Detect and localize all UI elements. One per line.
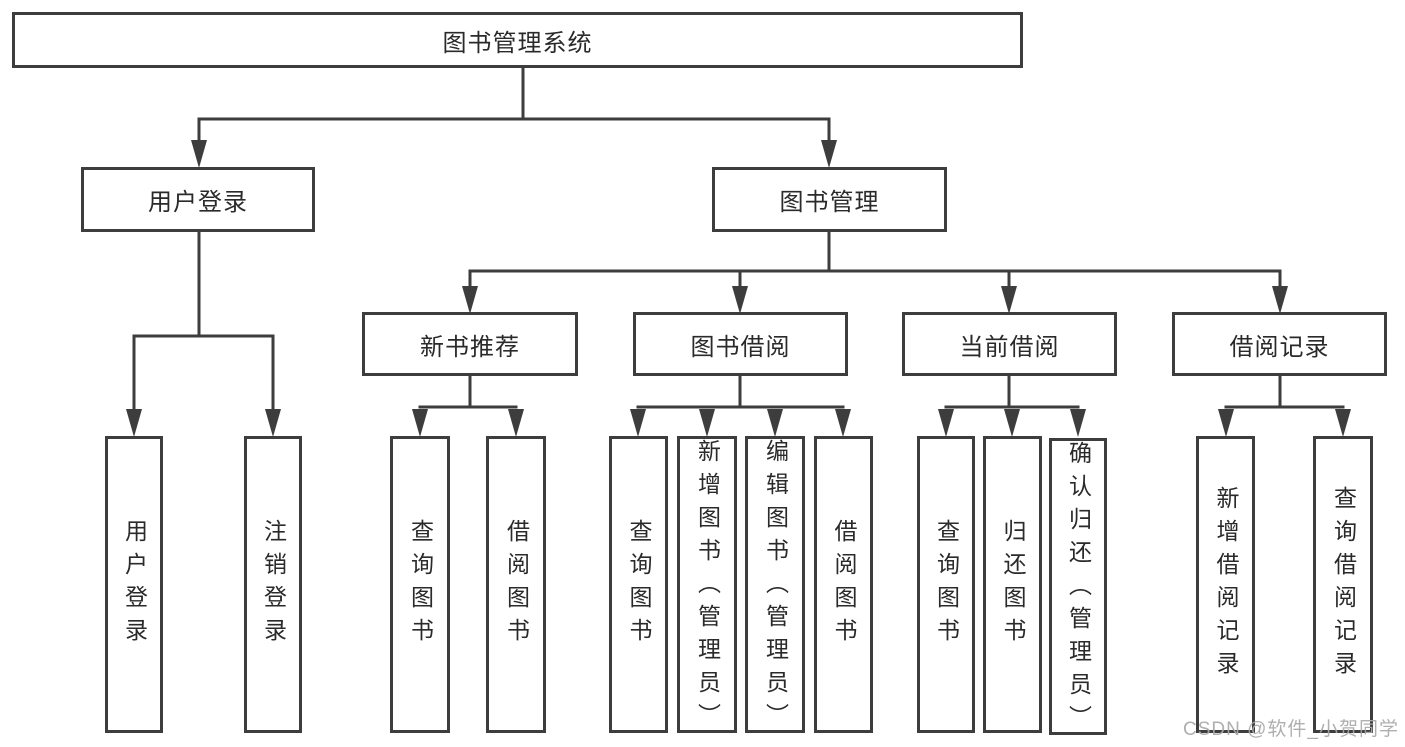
leaf-user-login: 用户登录 — [105, 436, 163, 733]
node-label: 新书推荐 — [420, 333, 520, 361]
leaf-label: 注销登录 — [260, 518, 287, 651]
csdn-watermark: CSDN @软件_小贺同学 — [1183, 719, 1399, 740]
leaf-borrow-books-recommend: 借阅图书 — [486, 436, 546, 733]
node-current-borrow: 当前借阅 — [902, 312, 1117, 376]
leaf-add-borrow-record: 新增借阅记录 — [1196, 436, 1255, 733]
leaf-query-books-recommend: 查询图书 — [390, 436, 450, 733]
leaf-return-books: 归还图书 — [983, 436, 1042, 733]
node-borrow-records: 借阅记录 — [1172, 312, 1387, 376]
node-label: 当前借阅 — [959, 333, 1060, 361]
leaf-label: 新增借阅记录 — [1213, 485, 1239, 684]
leaf-label: 查询图书 — [626, 518, 652, 651]
node-label: 用户登录 — [148, 189, 248, 216]
leaf-label: 查询图书 — [407, 518, 434, 651]
leaf-label: 借阅图书 — [831, 518, 857, 651]
leaf-label: 查询图书 — [933, 518, 960, 651]
node-label: 借阅记录 — [1229, 333, 1330, 361]
leaf-query-books-borrow: 查询图书 — [609, 436, 668, 733]
leaf-add-book-admin: 新增图书（管理员） — [677, 436, 737, 736]
node-label: 图书借阅 — [690, 333, 791, 361]
node-label: 图书管理 — [779, 189, 880, 216]
leaf-label: 借阅图书 — [503, 518, 530, 651]
leaf-label: 归还图书 — [1000, 518, 1026, 651]
leaf-logout: 注销登录 — [244, 436, 302, 733]
leaf-edit-book-admin: 编辑图书（管理员） — [745, 436, 805, 736]
leaf-label: 新增图书（管理员） — [694, 439, 721, 736]
leaf-query-borrow-record: 查询借阅记录 — [1313, 436, 1373, 733]
leaf-borrow-books: 借阅图书 — [814, 436, 873, 733]
node-root-label: 图书管理系统 — [442, 29, 593, 57]
leaf-label: 用户登录 — [121, 518, 148, 651]
leaf-confirm-return-admin: 确认归还（管理员） — [1049, 438, 1107, 738]
leaf-label: 编辑图书（管理员） — [762, 439, 789, 736]
node-book-management: 图书管理 — [712, 167, 947, 232]
leaf-label: 查询借阅记录 — [1330, 485, 1357, 684]
node-user-login: 用户登录 — [81, 167, 315, 232]
leaf-query-books-current: 查询图书 — [917, 436, 975, 733]
node-book-borrow: 图书借阅 — [633, 312, 848, 376]
node-root: 图书管理系统 — [12, 12, 1023, 68]
node-new-book-recommend: 新书推荐 — [362, 312, 578, 376]
leaf-label: 确认归还（管理员） — [1065, 441, 1092, 738]
